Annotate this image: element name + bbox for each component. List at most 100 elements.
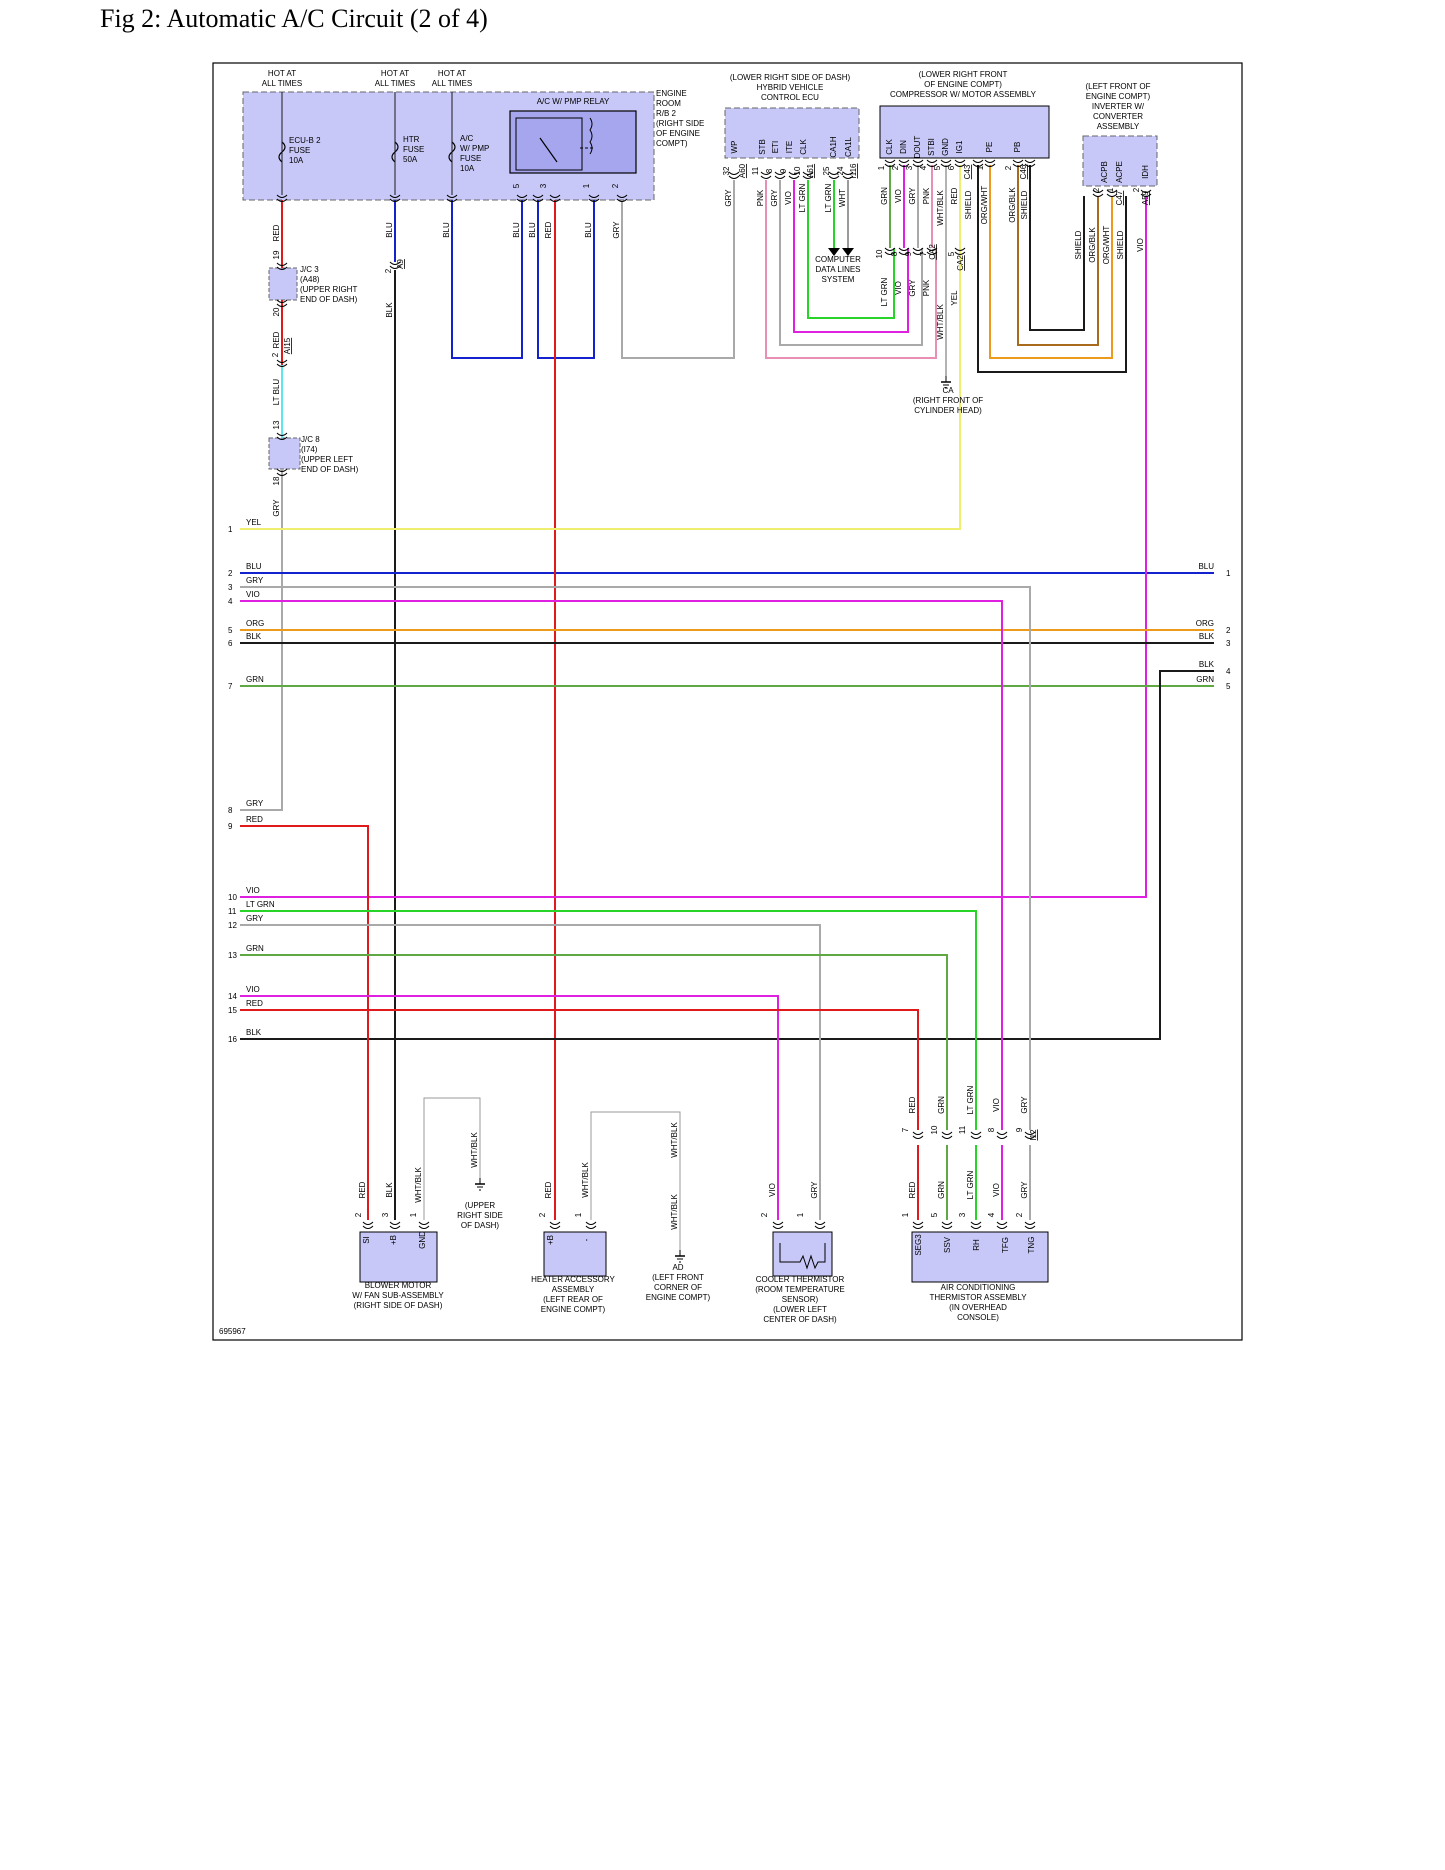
jc8-label: (I74) <box>301 445 318 454</box>
heater-accessory-box <box>543 1231 607 1277</box>
relay-box-location: (RIGHT SIDE <box>656 119 704 128</box>
ecu-pin-label: ETI <box>771 141 780 153</box>
thermistor-symbol <box>779 1243 826 1270</box>
compressor-connector <box>954 163 966 167</box>
compressor-connector <box>984 159 996 163</box>
compressor-connector <box>884 163 896 167</box>
wire-color-label: RED <box>908 1181 917 1198</box>
compressor-connector <box>898 163 910 167</box>
ca2-connector <box>954 251 966 255</box>
wire-color-label: VIO <box>894 189 903 203</box>
bus-row-number: 5 <box>228 626 233 635</box>
ecu-connector <box>788 175 800 179</box>
compressor-pin-label: DOUT <box>913 136 922 159</box>
connector-id: C47 <box>1115 190 1124 205</box>
ac-thermistor-label: THERMISTOR ASSEMBLY <box>929 1293 1027 1302</box>
bus-row-number: 9 <box>228 822 233 831</box>
pin-number: 10 <box>875 249 884 258</box>
wire-color-label: YEL <box>950 290 959 306</box>
fuse-box-connector <box>588 194 600 198</box>
bus-row-number: 3 <box>228 583 233 592</box>
bus-row-color: BLK <box>246 1028 262 1037</box>
pin-number: 1 <box>901 1212 910 1217</box>
cooler-label: CENTER OF DASH) <box>763 1315 837 1324</box>
wire-color-label: BLK <box>385 302 394 318</box>
wire-color-label: WHT/BLK <box>414 1167 423 1203</box>
jc3-label: (UPPER RIGHT <box>300 285 357 294</box>
fuse-label: A/C <box>460 134 474 143</box>
bus-row-number: 11 <box>228 907 237 916</box>
component-connector <box>912 1225 924 1229</box>
ground-label: (UPPER <box>465 1201 495 1210</box>
ac-thermistor-pin-label: SEG3 <box>914 1234 923 1256</box>
ac-thermistor-label: (IN OVERHEAD <box>949 1303 1007 1312</box>
pin-number: 2 <box>1004 165 1013 170</box>
data-line-arrow <box>842 248 854 256</box>
jc8-box <box>268 437 301 470</box>
bus-row-color: VIO <box>246 590 260 599</box>
figure-title: Fig 2: Automatic A/C Circuit (2 of 4) <box>100 4 488 33</box>
ca2-connector <box>926 247 938 251</box>
bus-row-color: VIO <box>246 985 260 994</box>
ecu-connector <box>802 171 814 175</box>
component-connector <box>389 1221 401 1225</box>
inverter-label: INVERTER W/ <box>1092 102 1145 111</box>
blower-label: W/ FAN SUB-ASSEMBLY <box>352 1291 444 1300</box>
wire-gry-jc8 <box>240 469 283 811</box>
pin-number: 20 <box>272 307 281 316</box>
component-connector <box>912 1221 924 1225</box>
ca2-connector <box>954 247 966 251</box>
wire-color-label: WHT/BLK <box>581 1162 590 1198</box>
cooler-thermistor-box <box>772 1231 833 1277</box>
bus-right-color: BLK <box>1199 660 1215 669</box>
ecu-connector <box>728 171 740 175</box>
inverter-label: (LEFT FRONT OF <box>1085 82 1150 91</box>
relay-switch <box>515 117 583 171</box>
component-connector <box>970 1221 982 1225</box>
fuse-box-connector <box>389 198 401 202</box>
jc8-connector <box>276 436 288 440</box>
i12-connector <box>912 1131 924 1135</box>
wire-color-label: LT GRN <box>798 183 807 212</box>
fuse-box-connector <box>549 194 561 198</box>
compressor-box <box>879 105 1050 159</box>
compressor-connector <box>1012 159 1024 163</box>
hv-ecu-label: CONTROL ECU <box>761 93 819 102</box>
inverter-connector <box>1140 189 1152 193</box>
pin-number: 7 <box>919 251 928 256</box>
wire-color-label: WHT/BLK <box>936 190 945 226</box>
inverter-pin-label: IDH <box>1141 165 1150 179</box>
wire-vio-ite <box>793 180 909 333</box>
compressor-connector <box>912 159 924 163</box>
bus-right-number: 2 <box>1226 626 1231 635</box>
relay-contact <box>539 137 558 163</box>
wire-color-label: BLK <box>385 1182 394 1198</box>
pin-number: 2 <box>538 1212 547 1217</box>
wire-color-label: LT BLU <box>272 379 281 406</box>
jc3-connector <box>276 303 288 307</box>
connector-id: CA2 <box>956 255 965 271</box>
pin-number: 9 <box>1015 1127 1024 1132</box>
fuse-box-connector <box>616 194 628 198</box>
inverter-connector <box>1092 189 1104 193</box>
pin-number: 18 <box>272 476 281 485</box>
ecu-connector <box>828 171 840 175</box>
wire-color-label: LT GRN <box>966 1085 975 1114</box>
bus-row-color: LT GRN <box>246 900 275 909</box>
i12-connector <box>912 1135 924 1139</box>
pin-number: 2 <box>1132 187 1141 192</box>
relay-box-location: COMPT) <box>656 139 688 148</box>
wire-color-label: PNK <box>922 279 931 296</box>
ac-thermistor-box <box>911 1231 1049 1283</box>
component-connector <box>814 1221 826 1225</box>
bus-right-color: BLK <box>1199 632 1215 641</box>
relay-title: A/C W/ PMP RELAY <box>537 97 610 106</box>
fuse-box-connector <box>276 198 288 202</box>
wire-color-label: WHT/BLK <box>470 1132 479 1168</box>
compressor-label: OF ENGINE COMPT) <box>924 80 1002 89</box>
relay-box-location: ENGINE <box>656 89 687 98</box>
inverter-connector <box>1106 189 1118 193</box>
wire-color-label: GRY <box>272 499 281 517</box>
wire-color-label: VIO <box>1136 238 1145 252</box>
inverter-label: CONVERTER <box>1093 112 1143 121</box>
